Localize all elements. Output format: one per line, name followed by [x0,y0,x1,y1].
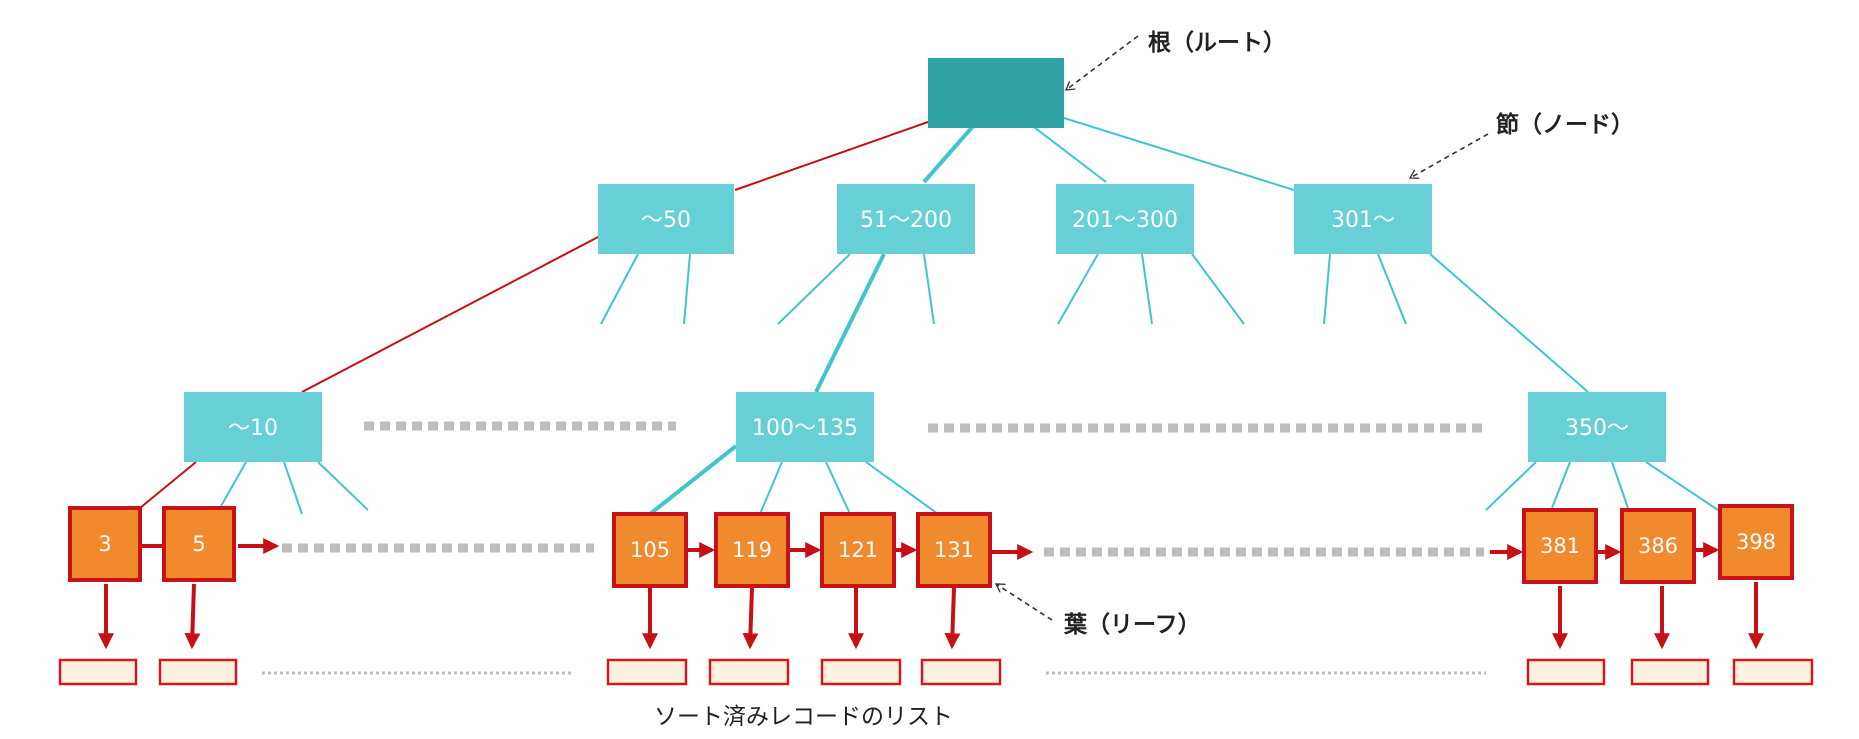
node-box [598,184,734,254]
record-arrow [742,587,759,650]
edge-root-to-201-300 [1029,123,1107,183]
stub [1323,253,1331,325]
edge-350-to-381 [1551,461,1571,509]
node-box [184,392,322,462]
edge-350-to-386 [1611,461,1629,509]
record-box [58,658,138,686]
leaf-label: 386 [1638,534,1678,558]
tree-edges [139,117,1725,516]
leaf-label: 105 [630,538,670,562]
node-label: 100～135 [752,416,858,441]
stub [219,461,247,509]
edge-root-to-50 [734,121,929,191]
edge-10-to-3 [139,461,197,509]
records-caption: ソート済みレコードのリスト [654,704,953,730]
leaf-box [820,512,896,588]
leaf-box [612,512,688,588]
stub [1057,253,1099,325]
leaf-nodes: 3 5 105 119 121 131 381 386 398 [68,504,1794,588]
edge-root-to-301 [1063,117,1295,191]
node-label: 301～ [1331,208,1395,233]
leaf-label-annotation: 葉（リーフ） [1063,611,1201,638]
leaf-box [1620,508,1696,584]
leaf-label: 131 [934,538,974,562]
record-box [1630,658,1710,686]
root-annotation-arrow [1066,35,1139,90]
stub [777,253,851,325]
record-box [158,658,238,686]
record-box [606,658,688,686]
stub [600,253,639,325]
node-box [736,392,874,462]
stub [1191,253,1245,325]
level1-nodes: ～50 51～200 201～300 301～ [598,184,1432,254]
stub [317,461,369,511]
record-arrow [944,587,961,650]
leaf-box [1522,508,1598,584]
leaf-box [714,512,790,588]
leaf-annotation-arrow [996,584,1053,621]
stub [683,253,691,325]
record-box [708,658,790,686]
leaf-label: 5 [192,532,205,556]
record-list [58,658,1814,686]
stub [1485,461,1537,511]
leaf-box [68,506,142,582]
level2-nodes: ～10 100～135 350～ [184,392,1666,462]
leaf-label: 398 [1736,530,1776,554]
node-label: 350～ [1565,416,1629,441]
root-node [928,58,1064,128]
node-box [1294,184,1432,254]
record-box [1732,658,1814,686]
record-box [820,658,902,686]
leaf-link-arrows [142,538,1720,560]
edge-50-to-10 [301,235,601,393]
leaf-box [162,506,236,582]
node-label: 51～200 [860,208,952,233]
annotation-arrows [996,35,1489,621]
edge-100-135-to-121 [825,461,851,515]
node-label: 201～300 [1072,208,1178,233]
leaf-label: 121 [838,538,878,562]
record-box [1526,658,1606,686]
stub [283,461,303,515]
edge-100-135-to-119 [759,461,783,515]
ellipsis-lines [262,421,1486,675]
node-label: ～50 [641,208,691,233]
record-arrow [184,583,201,650]
leaf-label: 119 [732,538,772,562]
edge-301-to-350 [1429,253,1589,393]
edge-51-200-to-100-135 [814,253,886,393]
leaf-label: 381 [1540,534,1580,558]
edge-100-135-to-131 [865,461,939,515]
edge-root-to-51-200 [922,122,977,184]
record-pointer-arrows [98,582,1764,650]
node-box [1528,392,1666,462]
edge-350-to-398 [1645,461,1725,515]
record-box [920,658,1002,686]
node-annotation-arrow [1410,133,1489,178]
leaf-box [1718,504,1794,580]
node-label: ～10 [228,416,278,441]
leaf-box [916,512,992,588]
leaf-label: 3 [98,532,111,556]
node-label-annotation: 節（ノード） [1496,111,1634,138]
edge-100-135-to-105 [648,444,738,516]
stub [923,253,935,325]
stub [1141,253,1153,325]
stub [1377,253,1407,325]
node-box [837,184,975,254]
node-box [1056,184,1194,254]
root-label: 根（ルート） [1148,29,1286,56]
